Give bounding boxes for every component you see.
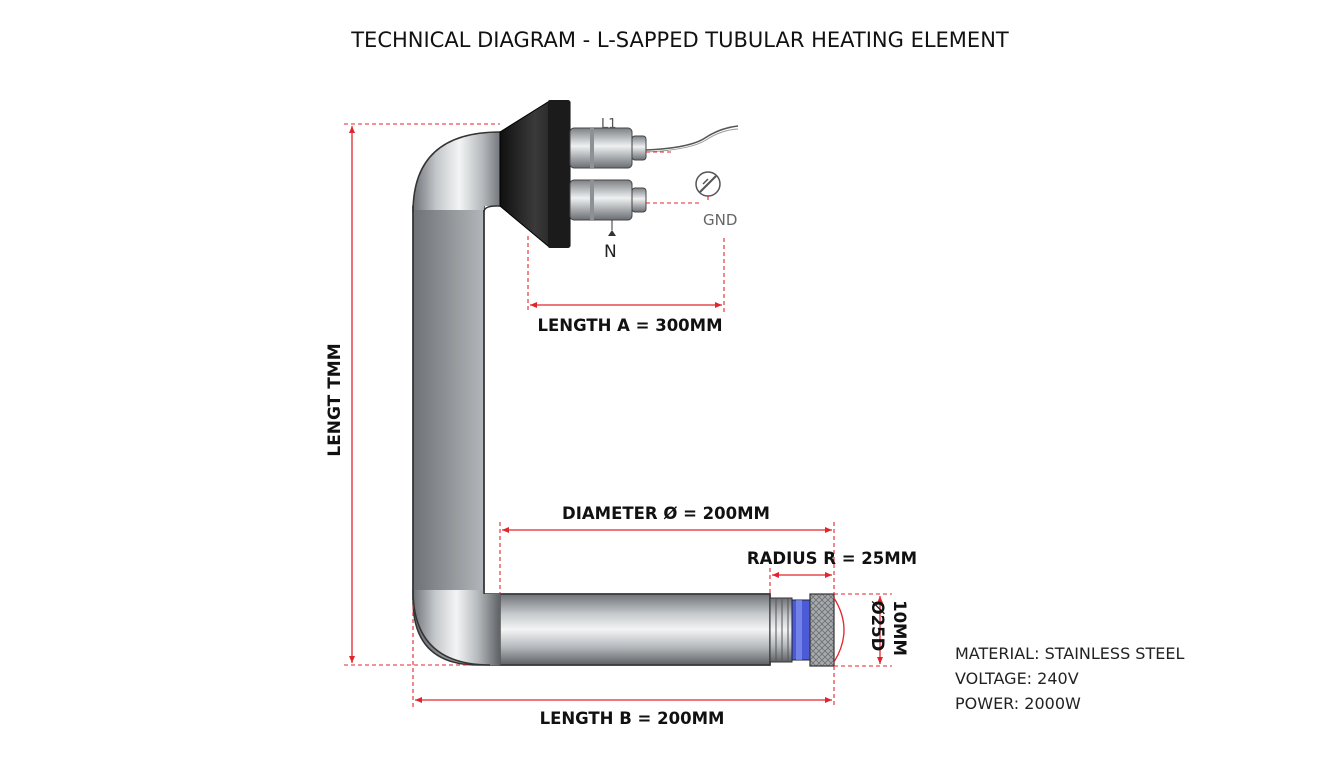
terminal-label-l1: L1 — [601, 117, 617, 132]
tube-bottom-bend — [413, 590, 500, 665]
terminal-label-n: N — [604, 242, 617, 262]
tubular-element — [412, 131, 771, 666]
radius-label: RADIUS R = 25MM — [747, 549, 917, 568]
terminal-label-gnd: GND — [703, 211, 737, 229]
end-length-label: 10MM — [890, 600, 909, 656]
end-diameter-label: Ø25D — [868, 601, 887, 652]
tube-horizontal — [499, 593, 771, 666]
terminal-pin-l1 — [569, 127, 633, 169]
spec-material: MATERIAL: STAINLESS STEEL — [955, 644, 1184, 663]
end-cap — [769, 593, 835, 667]
diameter-label: DIAMETER Ø = 200MM — [562, 504, 770, 523]
tube-top-bend — [413, 132, 506, 210]
ground-symbol-icon — [695, 171, 721, 197]
terminal-pin-n — [569, 179, 633, 221]
length-vertical-label: LENGT TMM — [325, 343, 345, 456]
diagram-title: TECHNICAL DIAGRAM - L-SAPPED TUBULAR HEA… — [350, 28, 1009, 52]
lead-wire — [645, 125, 739, 151]
spec-block: MATERIAL: STAINLESS STEEL VOLTAGE: 240V … — [955, 644, 1184, 713]
length-a-label: LENGTH A = 300MM — [537, 316, 722, 335]
knurled-cap — [809, 593, 835, 667]
dimension-lines — [344, 123, 892, 708]
neutral-arrow-icon — [608, 230, 616, 236]
spec-power: POWER: 2000W — [955, 694, 1081, 713]
terminal-flange — [499, 100, 647, 248]
spec-voltage: VOLTAGE: 240V — [955, 669, 1079, 688]
length-b-label: LENGTH B = 200MM — [540, 709, 725, 728]
